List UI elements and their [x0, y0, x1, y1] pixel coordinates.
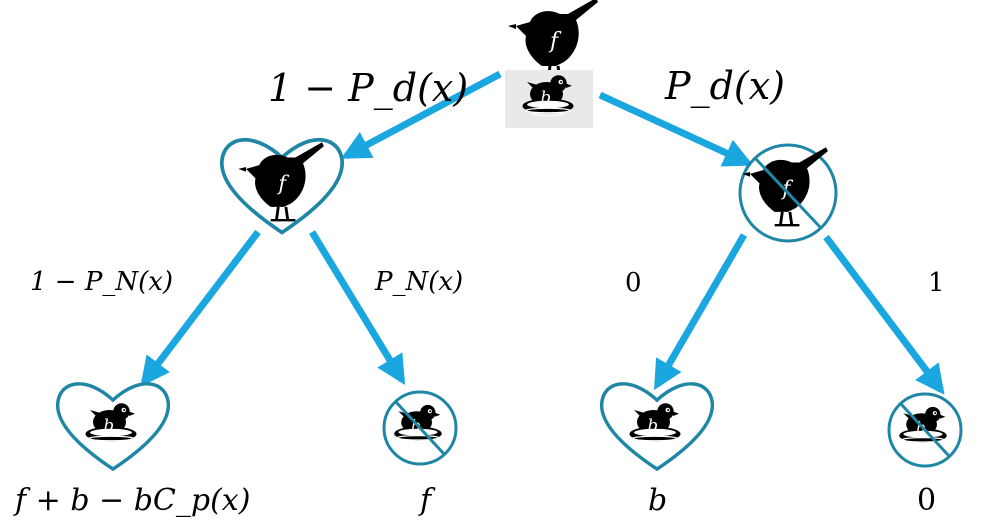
- edge-root-to-desert: [598, 91, 754, 167]
- prohibited-slash: [754, 157, 822, 229]
- svg-text:b: b: [648, 416, 659, 435]
- payoff-leaf4: 0: [917, 483, 937, 518]
- payoff-leaf3: b: [648, 483, 668, 518]
- root-node: f b: [505, 0, 600, 128]
- edge-care-to-leaf2: [309, 230, 406, 386]
- leaf-care-care: b: [55, 382, 171, 471]
- nest-symbol: b: [541, 88, 552, 107]
- chick-in-nest-icon: b: [84, 402, 138, 445]
- leaf-care-neglect: b: [382, 390, 458, 466]
- edge-desert-to-leaf4: [823, 234, 945, 395]
- label-neglect: P_N(x): [375, 267, 464, 297]
- edge-desert-to-leaf3: [653, 233, 748, 391]
- parent-bird-icon: f: [506, 0, 600, 82]
- desert-node: f: [738, 143, 838, 243]
- payoff-leaf2: f: [420, 483, 432, 518]
- care-node: f: [219, 137, 345, 235]
- leaf-desert-die: b: [887, 392, 963, 468]
- tree-edges: [140, 70, 945, 395]
- label-not-neglect: 1 − P_N(x): [30, 267, 174, 297]
- label-detected: P_d(x): [665, 64, 785, 108]
- leaf-desert-survive: b: [599, 382, 715, 471]
- chick-in-nest-icon: b: [521, 74, 575, 117]
- label-one: 1: [928, 268, 945, 298]
- label-not-detected: 1 − P_d(x): [268, 66, 469, 110]
- svg-text:b: b: [104, 416, 115, 435]
- bird-silhouette-icon: f: [236, 140, 326, 222]
- edge-root-to-care: [340, 70, 502, 160]
- label-zero: 0: [625, 268, 642, 298]
- payoff-leaf1: f + b − bC_p(x): [15, 483, 251, 518]
- chick-in-nest-icon: b: [628, 402, 682, 445]
- edge-care-to-leaf1: [140, 229, 261, 387]
